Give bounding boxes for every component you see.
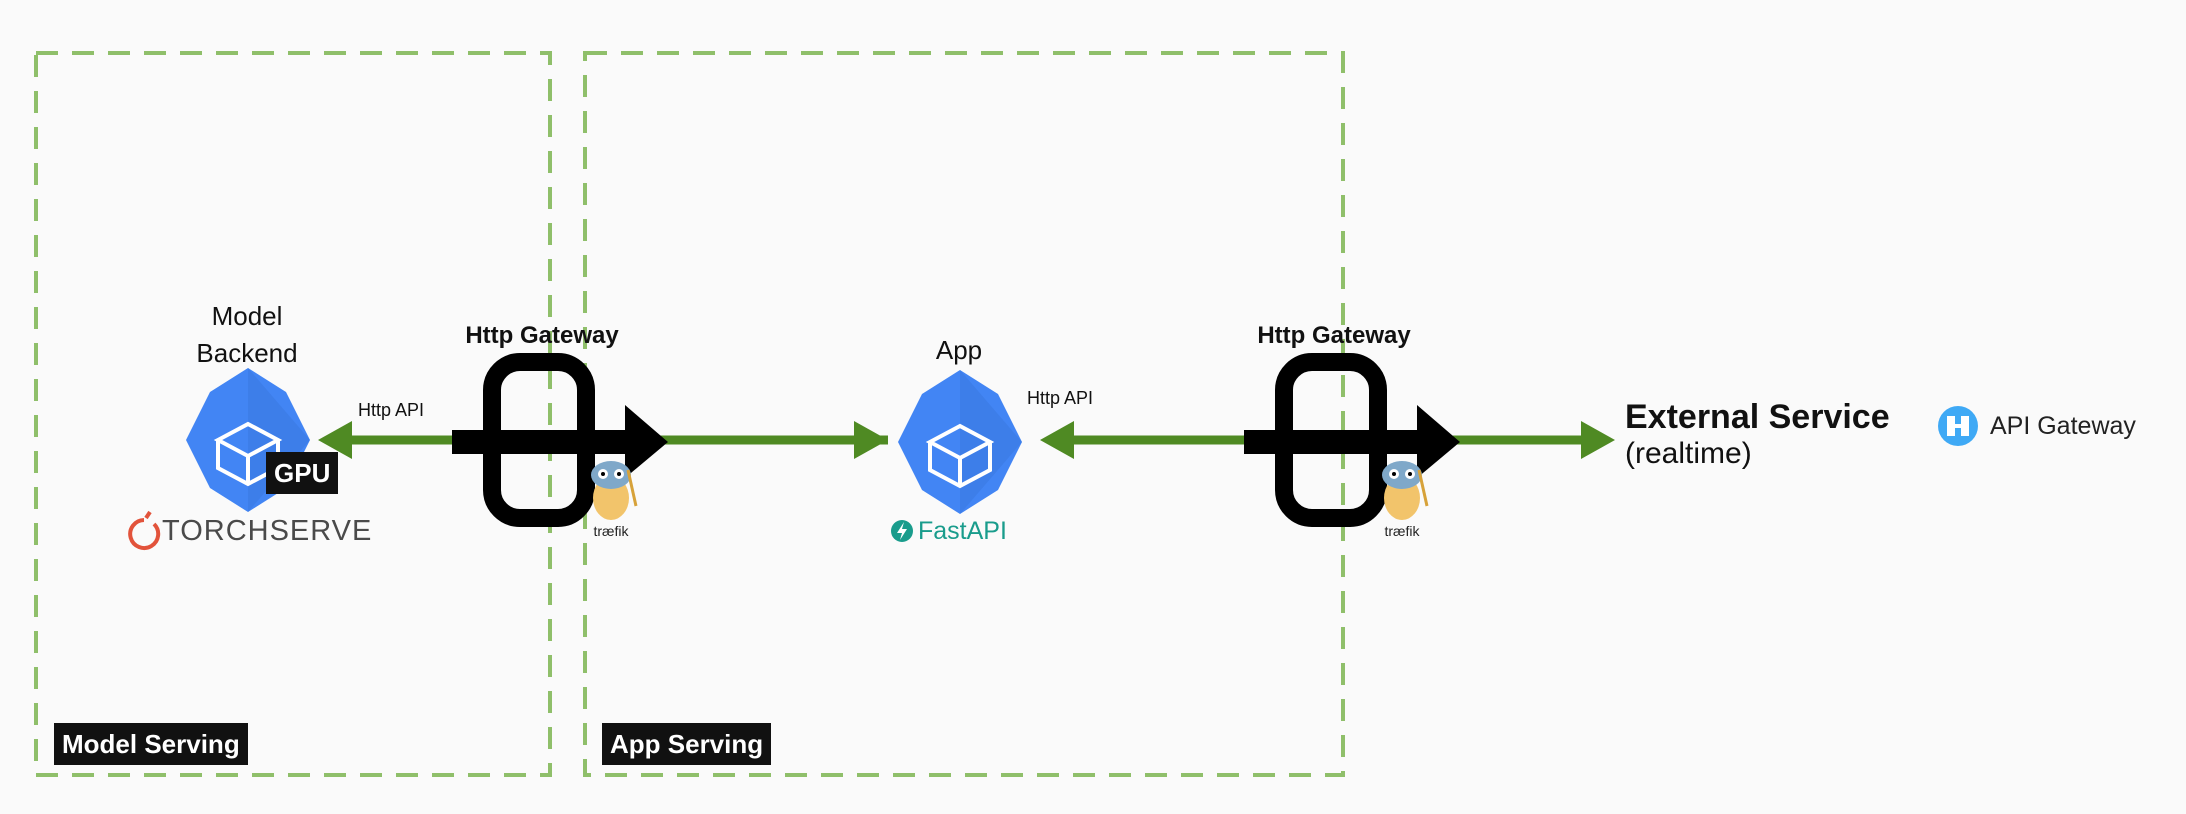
fastapi-label: FastAPI xyxy=(918,517,1007,545)
http-api-label: Http API xyxy=(1027,388,1094,408)
traefik-label: træfik xyxy=(1384,523,1420,539)
http-api-label: Http API xyxy=(358,400,425,420)
traefik-gopher-icon xyxy=(1382,461,1429,520)
external-service-subtitle: (realtime) xyxy=(1625,437,1752,470)
app-title: App xyxy=(935,335,983,365)
app-serving-tag: App Serving xyxy=(602,723,772,765)
api-gateway-label: API Gateway xyxy=(1990,412,2136,440)
traefik-label: træfik xyxy=(593,523,629,539)
gateway-label: Http Gateway xyxy=(465,322,619,349)
gateway-loop-icon xyxy=(452,353,668,527)
model-serving-tag: Model Serving xyxy=(54,723,248,765)
hexagon-cube-icon xyxy=(898,370,1022,514)
torchserve-flame-icon xyxy=(128,510,161,550)
torchserve-label: TORCHSERVE xyxy=(162,515,373,547)
external-service-title: External Service xyxy=(1625,398,1890,436)
model-backend-title-1: Model xyxy=(211,301,283,331)
gateway-loop-icon xyxy=(1244,353,1460,527)
model-serving-zone xyxy=(34,51,552,777)
gpu-badge: GPU xyxy=(266,452,339,494)
gateway-label: Http Gateway xyxy=(1257,322,1411,349)
fastapi-bolt-icon xyxy=(891,520,913,542)
traefik-gopher-icon xyxy=(591,461,638,520)
api-gateway-icon xyxy=(1938,406,1978,446)
model-backend-title-2: Backend xyxy=(196,338,298,368)
